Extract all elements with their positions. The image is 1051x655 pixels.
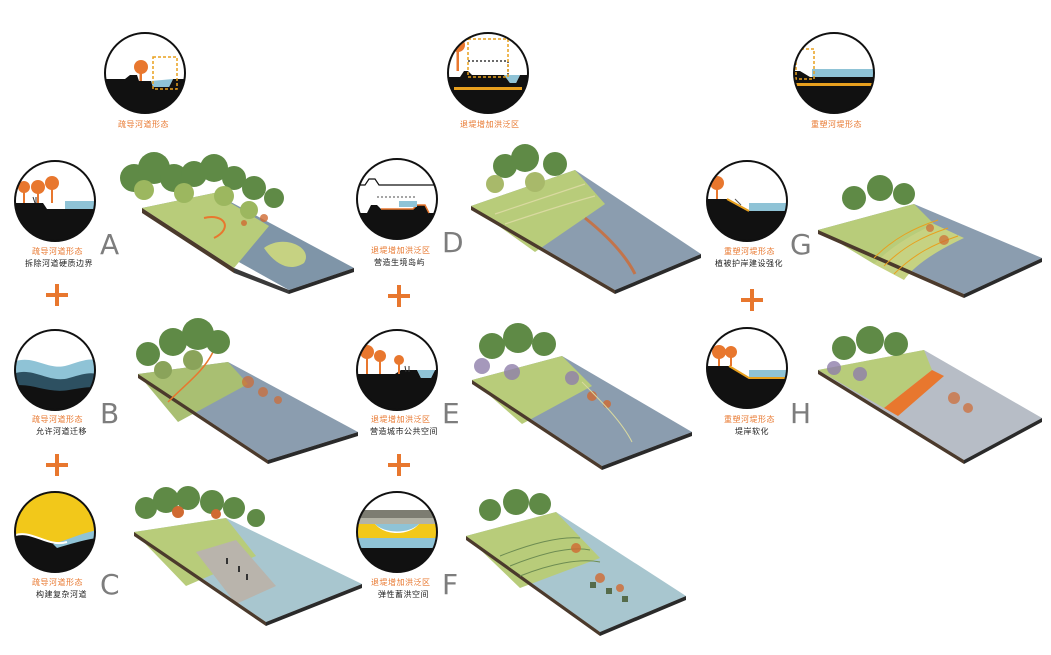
- landscape-block-H: [818, 326, 1042, 464]
- header-title-3: 重塑河堤形态: [811, 120, 862, 129]
- subtitle-H: 堤岸软化: [735, 427, 769, 436]
- plus-icon: [46, 284, 68, 306]
- letter-F: F: [442, 568, 459, 601]
- letter-D: D: [442, 226, 464, 259]
- title-G: 重塑河堤形态: [724, 247, 775, 256]
- title-B: 疏导河道形态: [32, 415, 83, 424]
- plus-icon: [46, 454, 68, 476]
- plus-icon: [388, 454, 410, 476]
- circle-H: [706, 327, 788, 409]
- title-C: 疏导河道形态: [32, 578, 83, 587]
- landscape-block-F: [466, 489, 686, 636]
- circle-G: [706, 160, 788, 242]
- title-E: 退堤增加洪泛区: [371, 415, 431, 424]
- landscape-block-A: [120, 152, 354, 294]
- title-D: 退堤增加洪泛区: [371, 246, 431, 255]
- header-title-2: 退堤增加洪泛区: [460, 120, 520, 129]
- title-F: 退堤增加洪泛区: [371, 578, 431, 587]
- letter-B: B: [100, 397, 120, 430]
- header-circle-1: [104, 32, 186, 114]
- header-circle-3: [793, 32, 875, 114]
- header-title-1: 疏导河道形态: [118, 120, 169, 129]
- subtitle-D: 营造生境岛屿: [374, 258, 425, 267]
- circle-A: [14, 160, 96, 242]
- subtitle-G: 植被护岸建设强化: [715, 259, 783, 268]
- circle-D: [356, 158, 438, 240]
- letter-H: H: [790, 397, 812, 430]
- landscape-block-C: [134, 486, 362, 626]
- circle-F: [356, 491, 438, 573]
- letter-A: A: [100, 228, 120, 261]
- subtitle-A: 拆除河道硬质边界: [25, 259, 93, 268]
- title-A: 疏导河道形态: [32, 247, 83, 256]
- subtitle-C: 构建复杂河道: [36, 590, 87, 599]
- subtitle-B: 允许河道迁移: [36, 427, 87, 436]
- landscape-block-D: [471, 144, 701, 294]
- header-circle-2: [447, 32, 529, 114]
- landscape-block-G: [818, 175, 1042, 298]
- plus-icon: [388, 285, 410, 307]
- circle-E: [356, 329, 438, 411]
- letter-C: C: [100, 568, 120, 601]
- title-H: 重塑河堤形态: [724, 415, 775, 424]
- letter-G: G: [790, 228, 812, 261]
- circle-C: [14, 491, 96, 573]
- circle-B: [14, 329, 96, 411]
- landscape-block-B: [136, 318, 358, 464]
- subtitle-E: 营造城市公共空间: [370, 427, 438, 436]
- plus-icon: [741, 289, 763, 311]
- subtitle-F: 弹性蓄洪空间: [378, 590, 429, 599]
- landscape-block-E: [472, 323, 692, 470]
- letter-E: E: [442, 397, 460, 430]
